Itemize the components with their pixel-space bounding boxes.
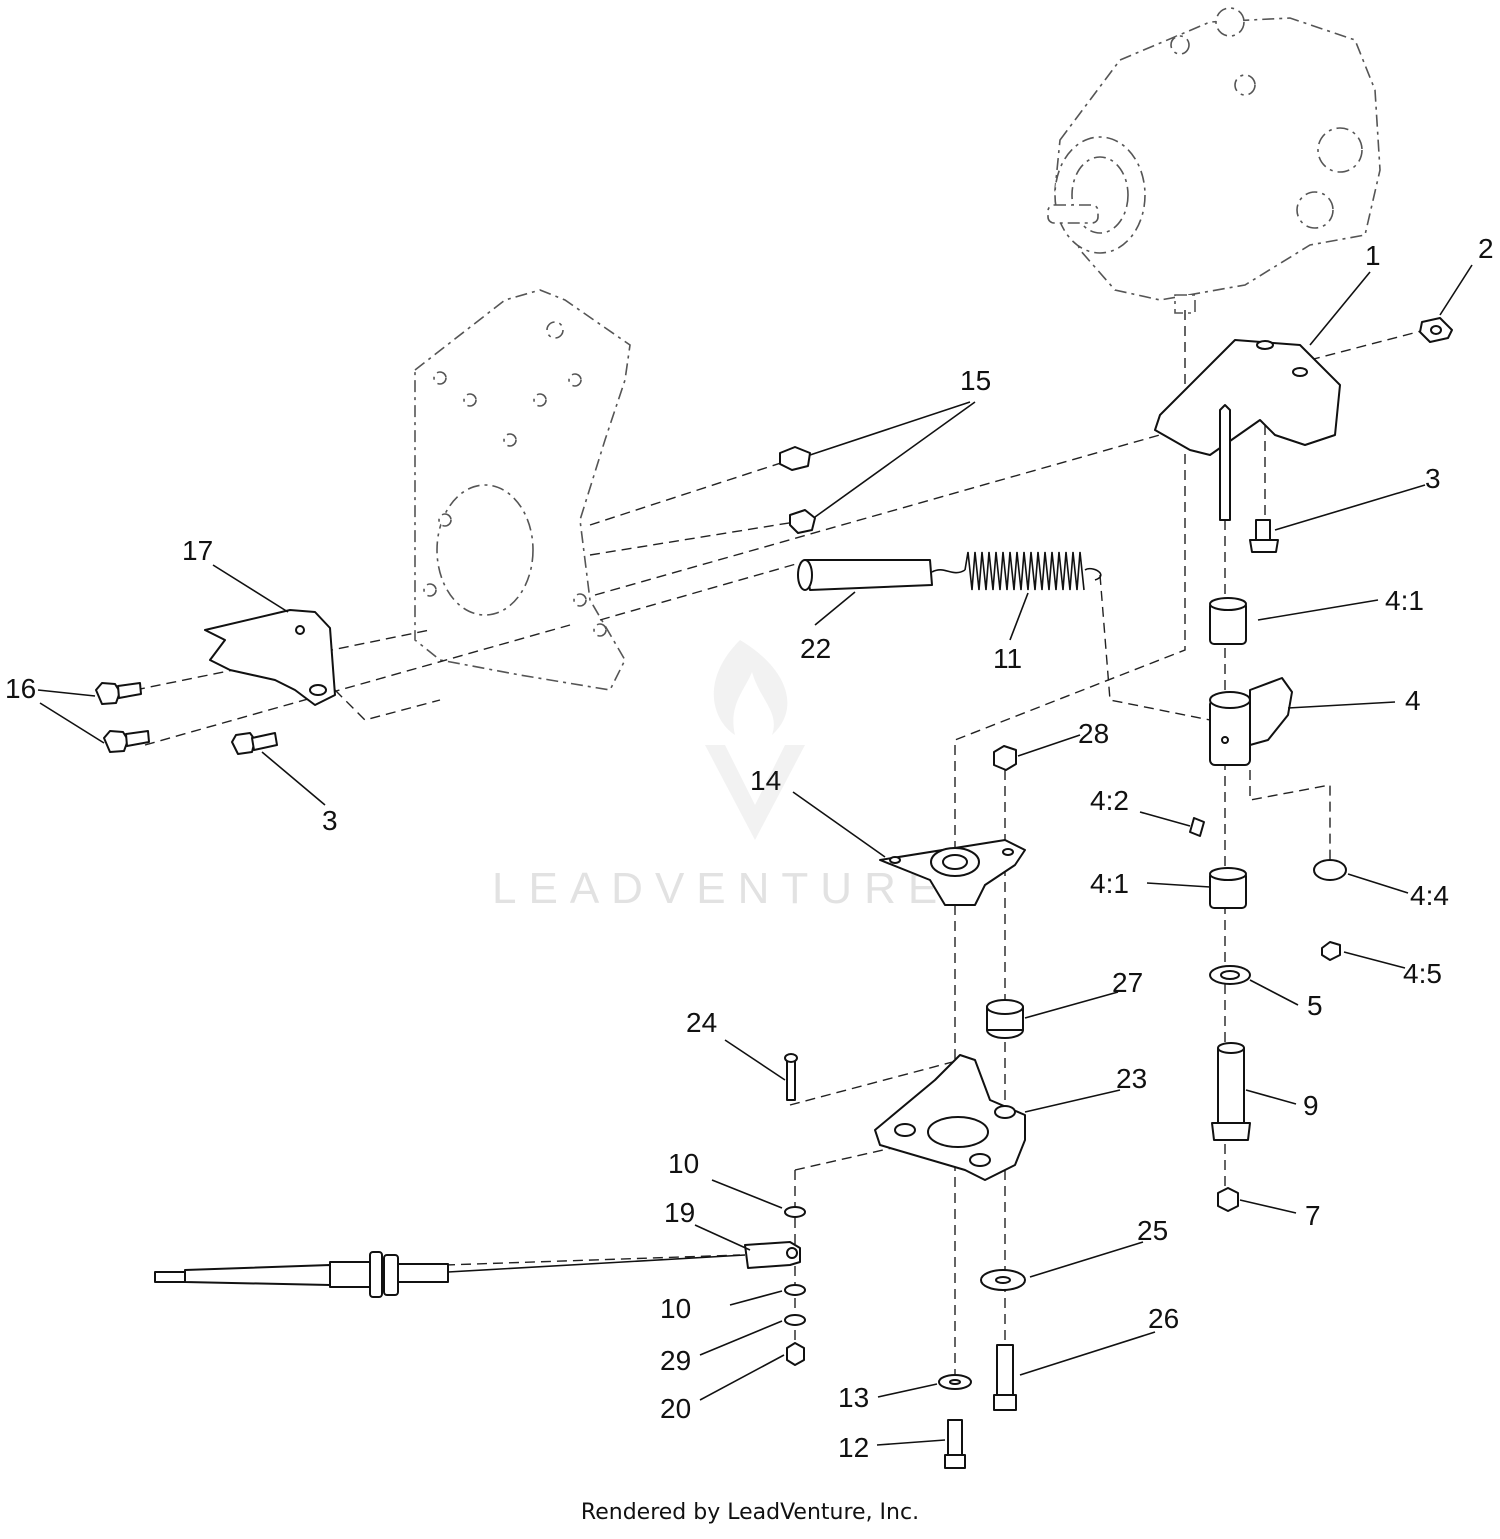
callout-3-left: 3: [322, 805, 338, 836]
callout-labels: 1 2 3 4:1 4 4:2 4:1 4:4 4:5 5 9 7 28 14 …: [5, 233, 1494, 1463]
callout-1: 1: [1365, 240, 1381, 271]
callout-23: 23: [1116, 1063, 1147, 1094]
callout-24: 24: [686, 1007, 717, 1038]
callout-19: 19: [664, 1197, 695, 1228]
part-12-bolt: [944, 1419, 966, 1469]
part-11-spring: [931, 551, 1102, 591]
part-4-5-nut: [1321, 941, 1341, 961]
callout-4: 4: [1405, 685, 1421, 716]
callout-17: 17: [182, 535, 213, 566]
part-4-pivot-hub: [1209, 677, 1293, 766]
part-2-nut: [1419, 317, 1453, 343]
assembly-centerlines: [134, 310, 1426, 1380]
part-26-bolt: [993, 1344, 1017, 1411]
part-3-bolt-right: [1249, 519, 1279, 553]
mounting-plate-ghost: [414, 289, 631, 691]
part-28-nut: [993, 745, 1017, 771]
part-15-nut-lower: [789, 509, 816, 534]
callout-4-4: 4:4: [1410, 880, 1449, 911]
callout-2: 2: [1478, 233, 1494, 264]
part-16-bolt-upper: [95, 682, 142, 705]
part-10-washer-lower: [784, 1284, 806, 1296]
part-1-bracket: [1154, 339, 1341, 521]
callout-25: 25: [1137, 1215, 1168, 1246]
callout-4-2: 4:2: [1090, 785, 1129, 816]
part-5-washer: [1209, 965, 1251, 985]
part-7-nut: [1217, 1187, 1239, 1212]
callout-12: 12: [838, 1432, 869, 1463]
part-10-washer-upper: [784, 1206, 806, 1218]
footer-credit: Rendered by LeadVenture, Inc.: [580, 1500, 920, 1525]
part-17-bracket: [204, 609, 336, 706]
callout-5: 5: [1307, 990, 1323, 1021]
callout-3-right: 3: [1425, 463, 1441, 494]
callout-10-lower: 10: [660, 1293, 691, 1324]
callout-13: 13: [838, 1382, 869, 1413]
part-16-bolt-lower: [103, 730, 150, 753]
part-27-grommet: [986, 999, 1024, 1039]
part-4-4-bearing: [1313, 859, 1347, 881]
part-9-spacer: [1211, 1042, 1251, 1141]
part-4-2-grease-fitting: [1189, 817, 1205, 837]
part-22-sleeve: [797, 559, 933, 591]
callout-27: 27: [1112, 967, 1143, 998]
hydro-pump-ghost: [1047, 7, 1381, 314]
part-24-pin: [784, 1053, 798, 1101]
watermark-logo-icon: [705, 640, 805, 840]
callout-29: 29: [660, 1345, 691, 1376]
callout-4-1-upper: 4:1: [1385, 585, 1424, 616]
callout-16: 16: [5, 673, 36, 704]
callout-26: 26: [1148, 1303, 1179, 1334]
watermark-text: LEADVENTURE: [492, 864, 949, 913]
part-20-nut: [786, 1342, 805, 1366]
callout-9: 9: [1303, 1090, 1319, 1121]
callout-28: 28: [1078, 718, 1109, 749]
part-19-cable: [154, 1241, 801, 1298]
part-29-washer: [784, 1314, 806, 1326]
callout-11: 11: [993, 643, 1022, 674]
callout-10-upper: 10: [668, 1148, 699, 1179]
part-4-1-bushing-upper-top: [1209, 597, 1247, 611]
part-15-nut-upper: [779, 446, 811, 471]
part-13-washer: [938, 1374, 972, 1390]
part-23-bracket: [874, 1054, 1026, 1181]
part-3-bolt-left: [231, 732, 278, 755]
callout-4-5: 4:5: [1403, 958, 1442, 989]
part-4-1-bushing-lower-top: [1209, 867, 1247, 881]
leader-lines: [37, 264, 1473, 1446]
callout-22: 22: [800, 633, 831, 664]
callout-20: 20: [660, 1393, 691, 1424]
callout-15: 15: [960, 365, 991, 396]
part-25-washer: [980, 1269, 1026, 1291]
callout-14: 14: [750, 765, 781, 796]
callout-7: 7: [1305, 1200, 1321, 1231]
callout-4-1-lower: 4:1: [1090, 868, 1129, 899]
part-14-bracket: [879, 839, 1026, 906]
